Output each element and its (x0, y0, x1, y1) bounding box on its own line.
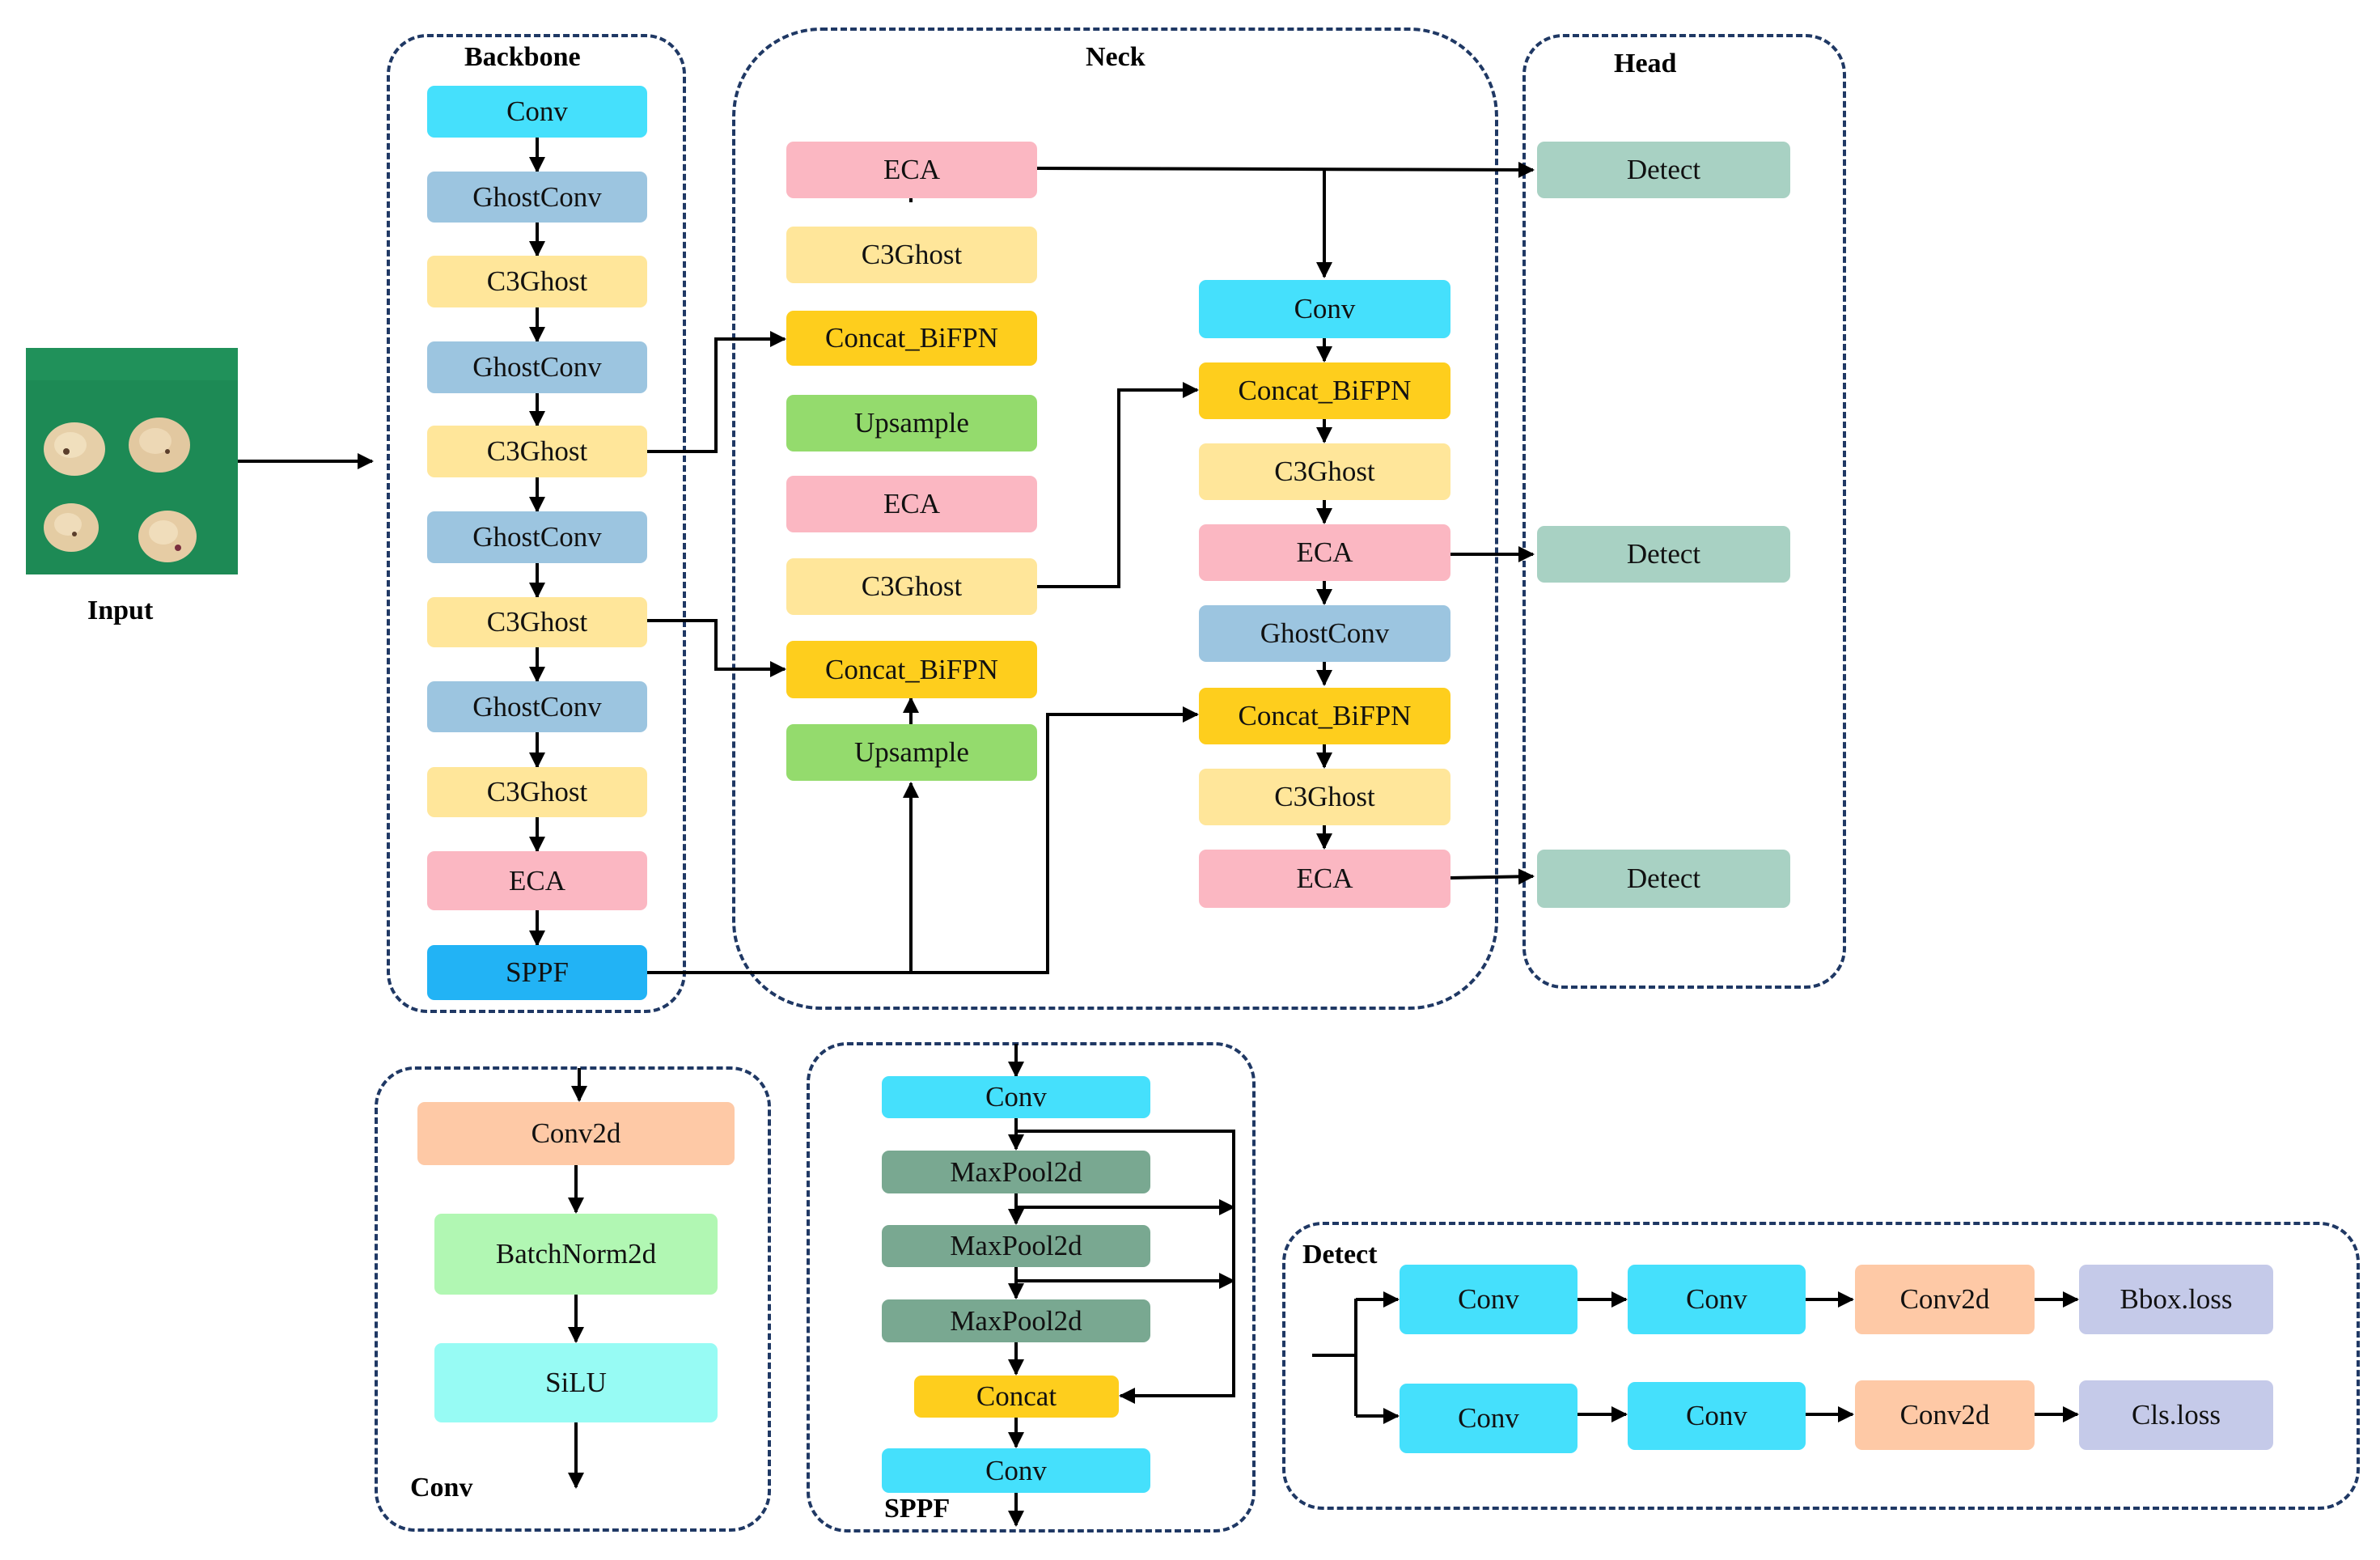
backbone-sppf: SPPF (427, 945, 647, 1000)
neck-c3ghost-mid: C3Ghost (786, 558, 1037, 615)
detect-module-cls-loss: Cls.loss (2079, 1380, 2273, 1450)
arrow-eca-detect-top (1036, 161, 1535, 178)
neck-eca-top: ECA (786, 142, 1037, 198)
conv-module-label: Conv (410, 1473, 473, 1503)
arrow-c3ghost-concat-mid (647, 619, 786, 677)
sppf-module-concat: Concat (914, 1376, 1119, 1418)
arrow-c3ghost-concat-right (1037, 382, 1199, 588)
backbone-label: Backbone (464, 42, 581, 72)
detect-module-conv-1a: Conv (1400, 1265, 1577, 1334)
neck-upsample-bottom: Upsample (786, 724, 1037, 781)
neck-concat-bifpn-mid: Concat_BiFPN (786, 641, 1037, 698)
detect-module-conv2d-2: Conv2d (1855, 1380, 2035, 1450)
conv-module-batchnorm2d: BatchNorm2d (434, 1214, 718, 1295)
backbone-c3ghost-1: C3Ghost (427, 256, 647, 307)
arrow-eca-detect-bottom (1450, 868, 1535, 885)
sppf-module-maxpool2d-3: MaxPool2d (882, 1299, 1150, 1342)
head-label: Head (1614, 49, 1677, 78)
neck-c3ghost-right-bottom: C3Ghost (1199, 769, 1450, 825)
backbone-c3ghost-4: C3Ghost (427, 767, 647, 817)
backbone-ghostconv-3: GhostConv (427, 511, 647, 563)
neck-conv-right: Conv (1199, 280, 1450, 338)
neck-eca-right-bottom: ECA (1199, 850, 1450, 908)
detect-module-bbox-loss: Bbox.loss (2079, 1265, 2273, 1334)
sppf-module-maxpool2d-2: MaxPool2d (882, 1225, 1150, 1267)
sppf-module-conv-bottom: Conv (882, 1448, 1150, 1493)
detect-module-conv-2b: Conv (1628, 1382, 1806, 1450)
sppf-module-label: SPPF (884, 1494, 951, 1524)
neck-eca-right-mid: ECA (1199, 524, 1450, 581)
detect-module-group (1282, 1222, 2360, 1510)
neck-eca-mid: ECA (786, 476, 1037, 532)
conv-module-conv2d: Conv2d (417, 1102, 735, 1165)
conv-module-silu: SiLU (434, 1343, 718, 1422)
backbone-ghostconv-1: GhostConv (427, 172, 647, 223)
neck-c3ghost-right-top: C3Ghost (1199, 443, 1450, 500)
detect-module-conv-2a: Conv (1400, 1384, 1577, 1453)
arrow-sppf-upsample (647, 782, 919, 974)
detect-module-label: Detect (1302, 1240, 1378, 1270)
backbone-ghostconv-2: GhostConv (427, 341, 647, 393)
backbone-c3ghost-2: C3Ghost (427, 426, 647, 477)
detect-module-conv-1b: Conv (1628, 1265, 1806, 1334)
neck-concat-bifpn-top: Concat_BiFPN (786, 311, 1037, 366)
input-image (26, 348, 238, 574)
head-group (1522, 34, 1846, 989)
head-detect-mid: Detect (1537, 526, 1790, 583)
neck-concat-bifpn-right-bottom: Concat_BiFPN (1199, 688, 1450, 744)
sppf-module-conv-top: Conv (882, 1076, 1150, 1118)
backbone-group (387, 34, 686, 1013)
input-label: Input (87, 596, 154, 625)
neck-group (732, 28, 1498, 1010)
sppf-module-group (807, 1042, 1256, 1532)
arrow-sppf-concat-bottom (911, 706, 1199, 974)
detect-module-conv2d-1: Conv2d (1855, 1265, 2035, 1334)
head-detect-top: Detect (1537, 142, 1790, 198)
sppf-module-maxpool2d-1: MaxPool2d (882, 1151, 1150, 1193)
backbone-c3ghost-3: C3Ghost (427, 597, 647, 647)
neck-c3ghost-top: C3Ghost (786, 227, 1037, 283)
neck-label: Neck (1086, 42, 1146, 72)
conv-module-group (375, 1066, 771, 1532)
neck-ghostconv-right: GhostConv (1199, 605, 1450, 662)
potato-image (26, 348, 238, 574)
neck-upsample-top: Upsample (786, 395, 1037, 451)
neck-concat-bifpn-right-top: Concat_BiFPN (1199, 362, 1450, 419)
arrow-c3ghost-concat-top (647, 331, 786, 453)
backbone-eca: ECA (427, 851, 647, 910)
head-detect-bottom: Detect (1537, 850, 1790, 908)
backbone-ghostconv-4: GhostConv (427, 681, 647, 732)
backbone-conv: Conv (427, 86, 647, 138)
